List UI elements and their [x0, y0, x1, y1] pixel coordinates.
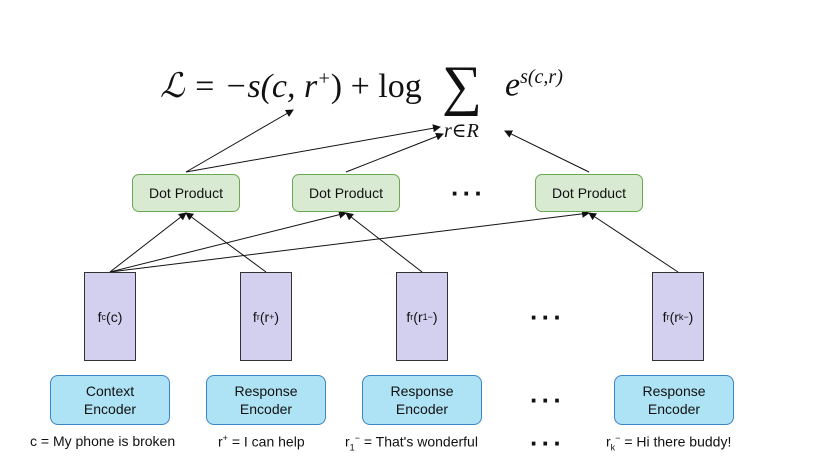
caption-negative-response-1: r1− = That's wonderful: [345, 433, 478, 453]
encoder-ellipsis: ···: [530, 385, 565, 415]
summation-symbol: ∑: [442, 55, 482, 117]
dot-product-1: Dot Product: [132, 174, 240, 212]
formula-lhs: ℒ = −s(c, r+) + log: [160, 67, 422, 105]
summation-subscript: r∈R: [444, 120, 479, 142]
arrow-context-to-dot1: [109, 212, 187, 273]
caption-positive-response: r+ = I can help: [218, 433, 305, 450]
dot-product-3: Dot Product: [535, 174, 643, 212]
arrow-dot3-to-loss-sum: [504, 130, 590, 173]
arrow-context-to-dot3: [109, 209, 590, 273]
loss-formula: ℒ = −s(c, r+) + log ∑ r∈R es(c,r): [160, 55, 600, 143]
arrow-dot2-to-loss-sum: [345, 132, 444, 173]
arrow-context-to-dot2: [109, 210, 347, 273]
arrow-neg1-to-dot2: [345, 212, 423, 273]
formula-exponential: es(c,r): [505, 66, 563, 104]
caption-negative-response-k: rk− = Hi there buddy!: [606, 433, 732, 453]
dot-product-2: Dot Product: [292, 174, 400, 212]
dot-product-ellipsis: ···: [451, 178, 486, 208]
caption-context: c = My phone is broken: [30, 433, 176, 449]
arrow-dot1-to-loss-positive: [185, 109, 294, 173]
caption-ellipsis: ···: [530, 428, 565, 458]
arrow-dot1-to-loss-sum: [185, 124, 441, 173]
arrow-negk-to-dot3: [588, 212, 679, 273]
feature-ellipsis: ···: [530, 302, 565, 332]
